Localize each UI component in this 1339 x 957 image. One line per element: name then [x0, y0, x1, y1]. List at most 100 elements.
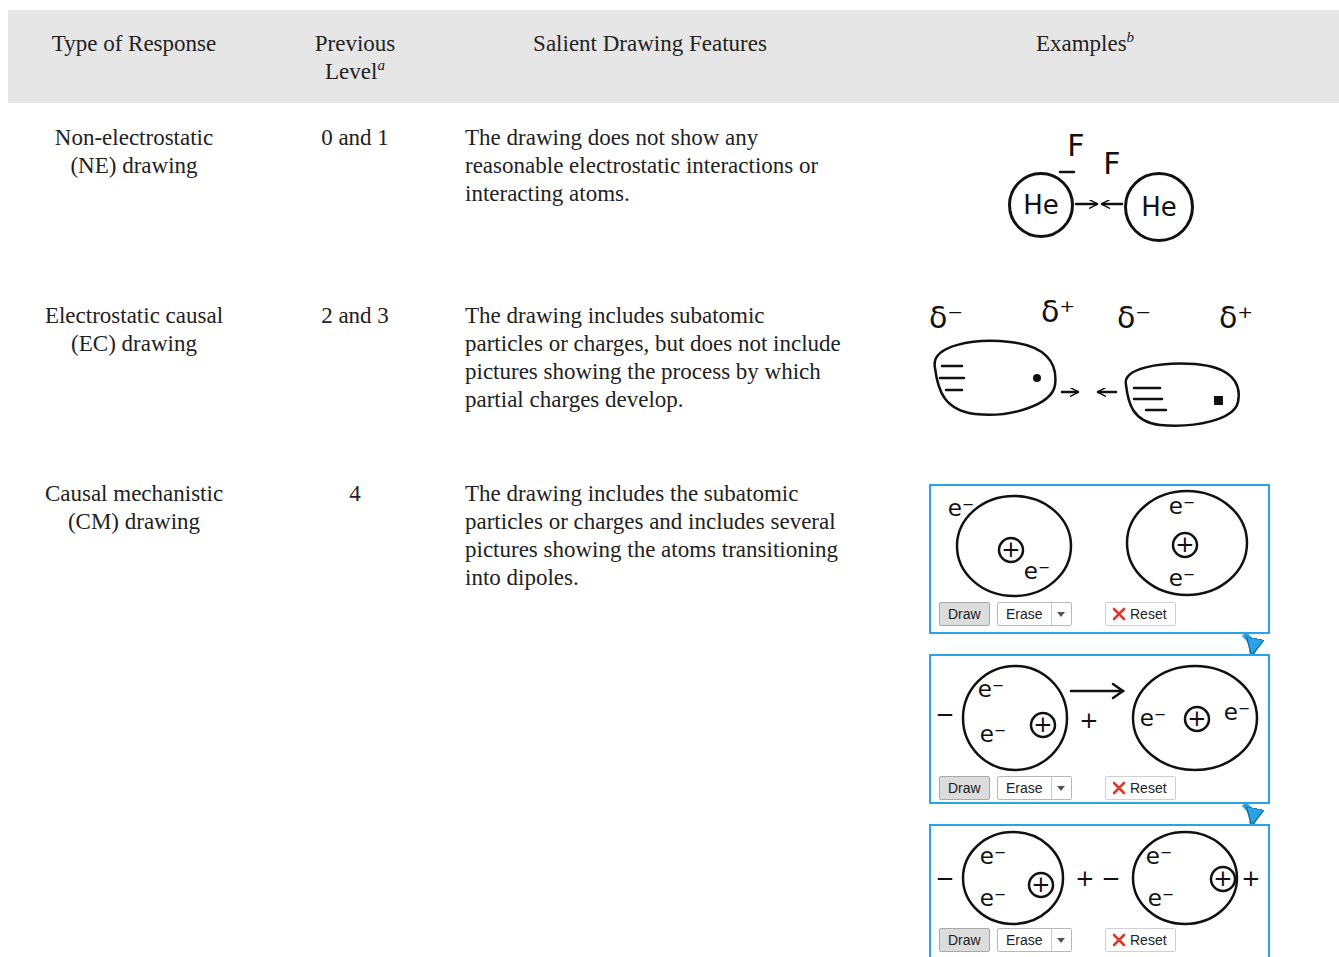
atom-outline	[963, 666, 1067, 770]
handwritten-symbol: e⁻	[948, 496, 974, 520]
dropdown-icon	[1051, 603, 1071, 625]
step-arrow	[1244, 804, 1253, 824]
handwritten-symbol: +	[1213, 866, 1232, 890]
nucleus-circle	[999, 538, 1023, 562]
tool-button: Erase	[997, 776, 1072, 800]
force-label-cell: F	[1103, 148, 1120, 180]
handwritten-symbol: +	[1031, 872, 1050, 896]
nucleus-circle	[1029, 873, 1053, 897]
column-header: Type of Response	[52, 31, 216, 56]
partial-charge: δ⁻	[1117, 300, 1151, 335]
drawing-panel: −e⁻e⁻++−e⁻e⁻++DrawEraseReset	[929, 824, 1270, 957]
dropdown-icon	[1051, 929, 1071, 951]
response-type-cell: Non-electrostatic (NE) drawing	[29, 124, 239, 180]
dipole-blobs	[935, 341, 1239, 426]
level-cell: 2 and 3	[321, 303, 389, 328]
header-band	[8, 10, 1339, 103]
button-label: Draw	[948, 780, 981, 796]
level-cell: 0 and 1	[321, 125, 389, 150]
shift-arrow-head	[1113, 684, 1123, 698]
drawing-panel: −e⁻e⁻++e⁻+e⁻DrawEraseReset	[929, 654, 1270, 804]
tool-button: Draw	[939, 928, 990, 952]
tool-button: Reset	[1105, 602, 1176, 626]
nucleus-circle	[1173, 533, 1197, 557]
force-label: F	[1103, 146, 1120, 181]
handwritten-symbol: +	[1079, 708, 1098, 732]
handwritten-symbol: e⁻	[1148, 886, 1174, 910]
handwritten-symbol: e⁻	[1169, 566, 1195, 590]
column-header-cell: Previous Levela	[295, 30, 415, 86]
feature-text: The drawing does not show any reasonable…	[465, 125, 818, 206]
handwritten-symbol: +	[1175, 532, 1194, 556]
handwritten-symbol: +	[1075, 866, 1094, 890]
nucleus-circle	[1031, 713, 1055, 737]
element-symbol: He	[1023, 190, 1059, 220]
button-label: Draw	[948, 932, 981, 948]
tool-button: Draw	[939, 602, 990, 626]
response-type: Non-electrostatic (NE) drawing	[55, 125, 213, 178]
handwritten-symbol: +	[1187, 706, 1206, 730]
handwritten-symbol: e⁻	[980, 886, 1006, 910]
button-label: Draw	[948, 606, 981, 622]
button-label: Erase	[1006, 606, 1043, 622]
button-label: Reset	[1130, 606, 1167, 622]
tool-button: Reset	[1105, 776, 1176, 800]
element-symbol: He	[1141, 192, 1177, 222]
tool-button: Draw	[939, 776, 990, 800]
handwritten-symbol: e⁻	[1224, 700, 1250, 724]
atom-outline	[1127, 491, 1247, 595]
partial-charge: δ⁻	[929, 300, 963, 335]
column-header-cell: Examplesb	[960, 30, 1210, 58]
tool-button: Erase	[997, 928, 1072, 952]
response-type-cell: Electrostatic causal (EC) drawing	[34, 302, 234, 358]
atom-outline	[1133, 666, 1257, 770]
tool-button: Reset	[1105, 928, 1176, 952]
reset-icon	[1110, 777, 1128, 799]
force-label: F	[1067, 128, 1084, 163]
level-cell-cell: 2 and 3	[295, 302, 415, 330]
partial-charge-cell: δ⁺	[1219, 302, 1253, 334]
nucleus-circle	[1185, 707, 1209, 731]
tool-button: Erase	[997, 602, 1072, 626]
atom-outline	[963, 832, 1063, 924]
response-type: Electrostatic causal (EC) drawing	[45, 303, 223, 356]
level-cell: 4	[349, 481, 361, 506]
nucleus-dot	[1033, 374, 1041, 382]
level-cell-cell: 0 and 1	[295, 124, 415, 152]
partial-charge-cell: δ⁻	[1117, 302, 1151, 334]
handwritten-symbol: e⁻	[1146, 844, 1172, 868]
partial-charge-cell: δ⁻	[929, 302, 963, 334]
partial-charge: δ⁺	[1219, 300, 1253, 335]
handwritten-symbol: −	[935, 866, 954, 890]
handwritten-symbol: e⁻	[1140, 706, 1166, 730]
nucleus-circle	[1211, 867, 1235, 891]
response-type: Causal mechanistic (CM) drawing	[45, 481, 223, 534]
atom-outline	[1133, 832, 1237, 924]
feature-text-cell: The drawing does not show any reasonable…	[465, 124, 843, 208]
feature-text-cell: The drawing includes subatomic particles…	[465, 302, 843, 414]
handwritten-symbol: +	[1001, 537, 1020, 561]
atom-circle: He	[1008, 172, 1074, 238]
handwritten-symbol: +	[1241, 866, 1260, 890]
reset-icon	[1110, 603, 1128, 625]
force-label-cell: F	[1067, 130, 1084, 162]
column-header: Examples	[1036, 31, 1127, 56]
footnote-mark: b	[1127, 29, 1135, 45]
handwritten-symbol: e⁻	[1169, 494, 1195, 518]
partial-charge: δ⁺	[1041, 294, 1075, 329]
step-arrow	[1244, 634, 1253, 654]
partial-charge-cell: δ⁺	[1041, 296, 1075, 328]
button-label: Reset	[1130, 932, 1167, 948]
feature-text-cell: The drawing includes the subatomic parti…	[465, 480, 843, 592]
column-header: Salient Drawing Features	[533, 31, 767, 56]
button-label: Reset	[1130, 780, 1167, 796]
level-cell-cell: 4	[295, 480, 415, 508]
dropdown-icon	[1051, 777, 1071, 799]
shift-arrow	[1071, 690, 1123, 693]
feature-text: The drawing includes the subatomic parti…	[465, 481, 838, 590]
column-header-cell: Type of Response	[24, 30, 244, 58]
handwritten-symbol: e⁻	[978, 677, 1004, 701]
atom-circle: He	[1124, 172, 1194, 242]
button-label: Erase	[1006, 932, 1043, 948]
